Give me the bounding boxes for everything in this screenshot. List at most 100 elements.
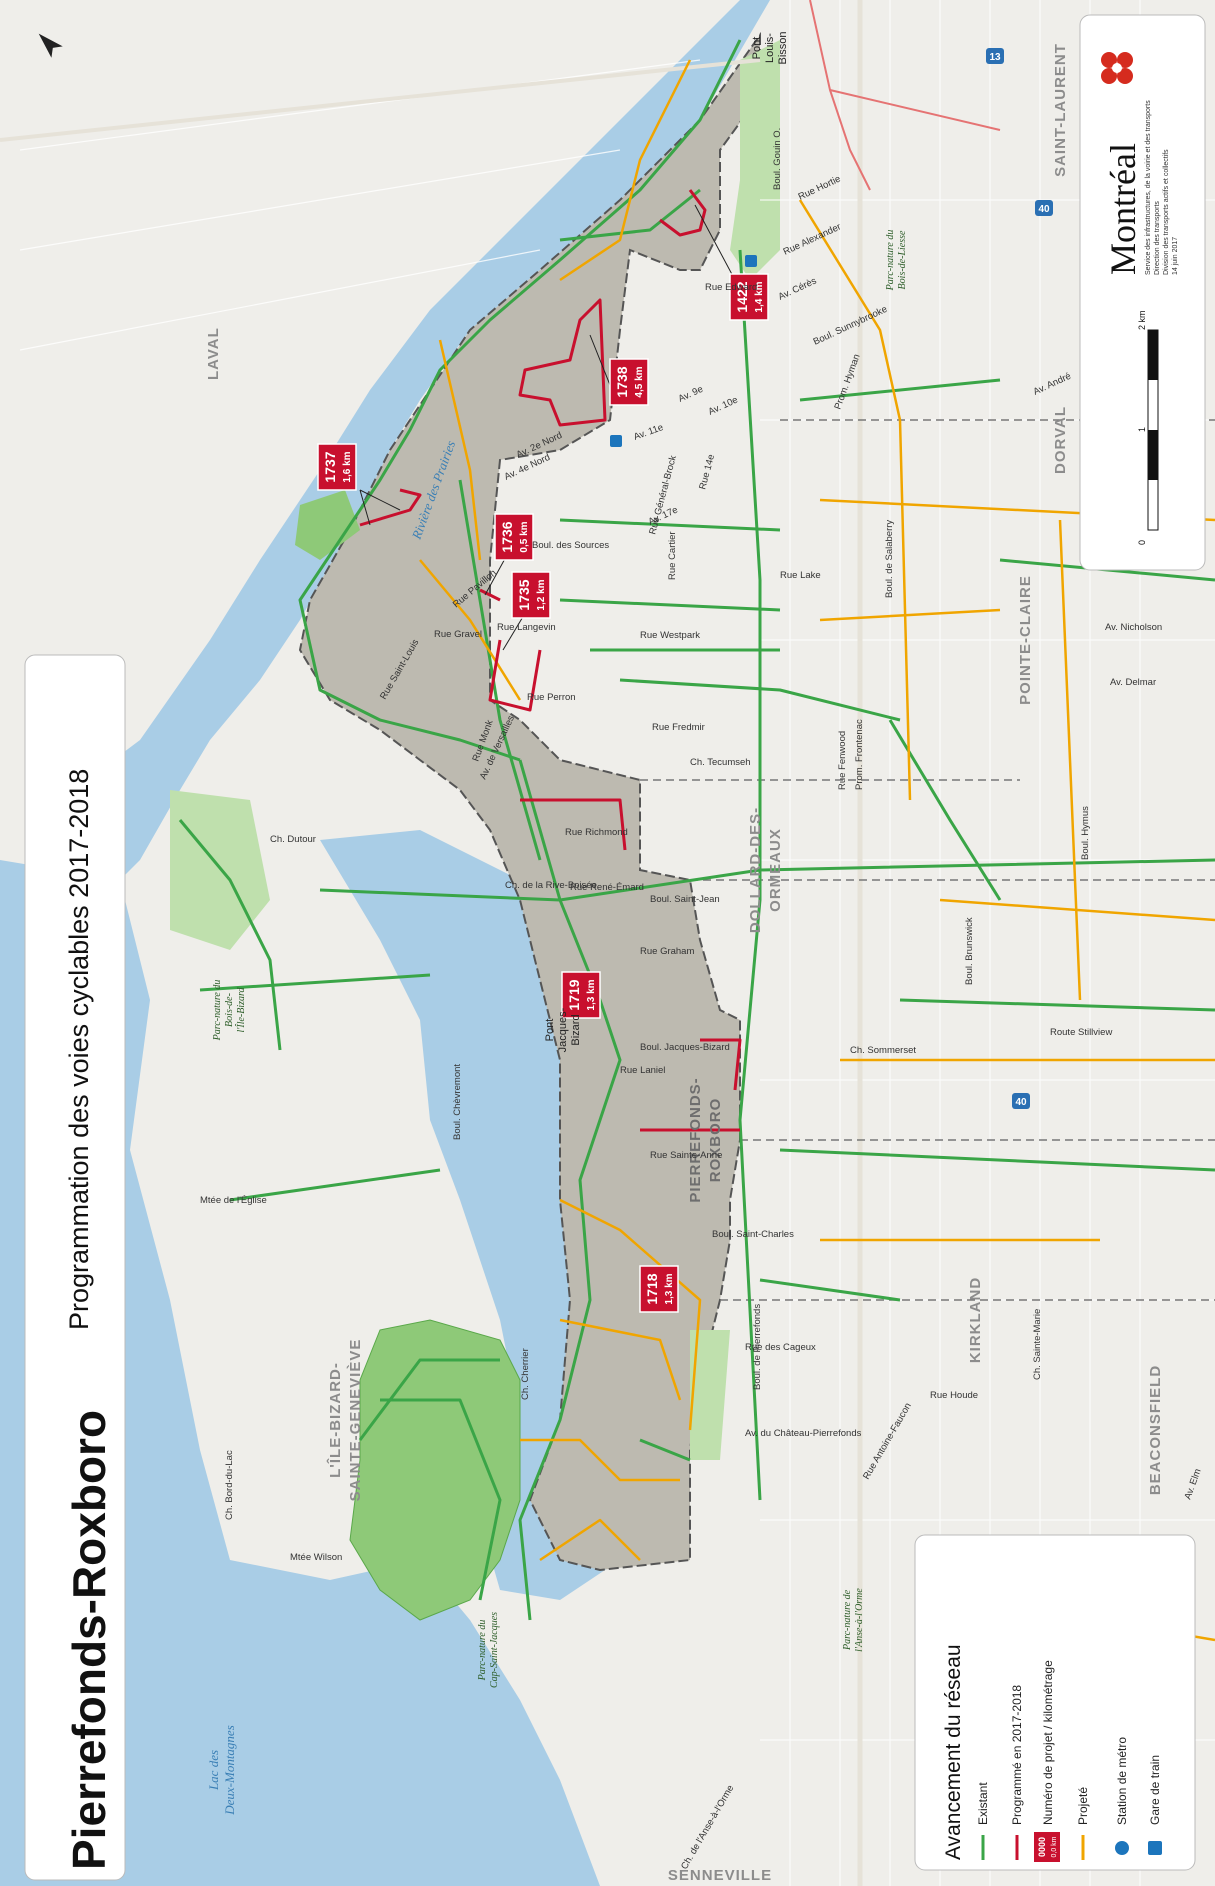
street-laniel: Rue Laniel bbox=[620, 1065, 665, 1076]
label-ao-2: l'Anse-à-l'Orme bbox=[854, 1588, 865, 1652]
legend-box: Avancement du réseau Existant Programmé … bbox=[914, 1534, 1196, 1871]
route-1736 bbox=[479, 588, 501, 602]
label-kirkland: KIRKLAND bbox=[967, 1277, 984, 1363]
street-chateau: Av. du Château-Pierrefonds bbox=[745, 1428, 862, 1439]
park-anse-a-l-orme bbox=[690, 1330, 730, 1460]
label-laval: LAVAL bbox=[205, 327, 222, 380]
train-icon bbox=[1148, 1841, 1162, 1855]
route-1738 bbox=[518, 298, 607, 427]
scale-label-0: 0 bbox=[1137, 540, 1147, 545]
street-stillview: Route Stillview bbox=[1050, 1027, 1112, 1038]
page-subtitle: Programmation des voies cyclables 2017-2… bbox=[64, 769, 94, 1330]
municipal-boundaries bbox=[640, 419, 1215, 1301]
logo-date: 14 juin 2017 bbox=[1172, 237, 1179, 275]
scale-label-2: 2 km bbox=[1137, 310, 1147, 330]
shield-a40-north-text: 40 bbox=[1038, 204, 1050, 215]
badge-1736-km: 0,5 km bbox=[519, 521, 530, 552]
street-rue-lake: Rue Lake bbox=[780, 570, 821, 581]
train-icon bbox=[745, 255, 757, 267]
scale-label-1: 1 bbox=[1137, 427, 1147, 432]
title-box: Pierrefonds-Roxboro Programmation des vo… bbox=[24, 654, 126, 1881]
label-lac-1: Lac des bbox=[206, 1750, 221, 1791]
shield-a13-text: 13 bbox=[989, 52, 1001, 63]
shield-a40-south: 40 bbox=[1012, 1093, 1030, 1109]
street-cageux: Rue des Cageux bbox=[745, 1342, 816, 1353]
label-jb-1: Pont bbox=[544, 1019, 556, 1042]
label-dorval: DORVAL bbox=[1052, 406, 1069, 474]
label-ddo-2: ORMEAUX bbox=[767, 828, 784, 912]
street-rive-boisee: Ch. de la Rive-Boisée bbox=[505, 880, 597, 891]
legend-swatch-badge: 0000 0,0 km bbox=[1034, 1832, 1060, 1862]
label-ao-1: Parc-nature de bbox=[842, 1589, 853, 1651]
street-hymus: Boul. Hymus bbox=[1080, 806, 1091, 860]
montreal-rosette-icon bbox=[1101, 52, 1133, 84]
label-pr-1: PIERREFONDS- bbox=[687, 1077, 704, 1202]
street-westpark: Rue Westpark bbox=[640, 630, 700, 641]
logo-line-2: Direction des transports bbox=[1154, 201, 1161, 275]
street-houde: Rue Houde bbox=[930, 1390, 978, 1401]
label-pr-2: ROXBORO bbox=[707, 1098, 724, 1183]
route-1735 bbox=[488, 639, 542, 712]
label-saint-laurent: SAINT-LAURENT bbox=[1052, 43, 1069, 177]
badge-1738-num: 1738 bbox=[614, 366, 630, 397]
street-nicholson: Av. Nicholson bbox=[1105, 622, 1162, 633]
label-beaconsfield: BEACONSFIELD bbox=[1147, 1365, 1164, 1495]
street-rene-emard: Rue René-Émard bbox=[570, 882, 644, 893]
shield-a40-south-text: 40 bbox=[1015, 1097, 1027, 1108]
badge-1719-km: 1,3 km bbox=[586, 979, 597, 1010]
street-frontenac: Prom. Frontenac bbox=[854, 719, 865, 790]
legend-badge-km: 0,0 km bbox=[1051, 1836, 1058, 1857]
lake-deux-montagnes bbox=[0, 860, 600, 1886]
legend-existing: Existant bbox=[976, 1782, 990, 1825]
legend-train: Gare de train bbox=[1148, 1755, 1162, 1825]
street-jacques-bizard: Boul. Jacques-Bizard bbox=[640, 1042, 730, 1053]
project-badge-1718: 1718 1,3 km bbox=[639, 1265, 679, 1313]
label-lac-2: Deux-Montagnes bbox=[222, 1725, 237, 1816]
label-jb-2: Jacques- bbox=[557, 1007, 569, 1052]
logo-line-1: Service des infrastructures, de la voiri… bbox=[1145, 100, 1152, 275]
street-sommerset: Ch. Sommerset bbox=[850, 1045, 916, 1056]
badge-1737-km: 1,6 km bbox=[342, 451, 353, 482]
street-delmar: Av. Delmar bbox=[1110, 677, 1156, 688]
park-rapides bbox=[295, 490, 360, 560]
scale-bar: 0 1 2 km bbox=[1137, 310, 1159, 545]
legend-project-number: Numéro de projet / kilométrage bbox=[1041, 1660, 1055, 1825]
street-fredmir: Rue Fredmir bbox=[652, 722, 705, 733]
park-labels: Parc-nature du Cap-Saint-Jacques Parc-na… bbox=[212, 230, 908, 1688]
shield-a40-north: 40 bbox=[1035, 200, 1053, 216]
legend-metro: Station de métro bbox=[1115, 1737, 1129, 1825]
label-bl-2: Bois-de-Liesse bbox=[897, 230, 908, 289]
badge-1718-num: 1718 bbox=[644, 1273, 660, 1304]
badge-1738-km: 4,5 km bbox=[634, 366, 645, 397]
label-bb-1: Parc-nature du bbox=[212, 980, 223, 1042]
bridge-labels: Pont Jacques- Bizard Pont Louis- Bisson bbox=[544, 31, 789, 1052]
logo-line-3: Division des transports actifs et collec… bbox=[1163, 149, 1170, 275]
project-badge-1422: 1422 1,4 km bbox=[729, 273, 769, 321]
area-labels: LAVAL L'ÎLE-BIZARD- SAINTE-GENEVIÈVE DOL… bbox=[205, 43, 1164, 1884]
logo-name: Montréal bbox=[1103, 143, 1143, 275]
street-edward: Rue Edward bbox=[705, 282, 757, 293]
street-sainte-marie: Ch. Sainte-Marie bbox=[1032, 1309, 1043, 1380]
label-lb-1: Pont bbox=[751, 37, 763, 60]
train-icon bbox=[610, 435, 622, 447]
highways bbox=[0, 0, 1001, 1886]
street-gouin-o: Boul. Gouin O. bbox=[772, 128, 783, 190]
north-arrow-icon bbox=[38, 33, 63, 58]
badge-1719-num: 1719 bbox=[566, 979, 582, 1010]
label-bb-2: Bois-de- bbox=[224, 993, 235, 1027]
label-lb-3: Bisson bbox=[777, 31, 789, 64]
badge-1735-km: 1,2 km bbox=[536, 579, 547, 610]
logo-box: Montréal Service des infrastructures, de… bbox=[1079, 14, 1206, 571]
street-fenwood: Rue Fenwood bbox=[837, 731, 848, 790]
park-bois-de-liesse bbox=[730, 40, 780, 280]
badge-1718-km: 1,3 km bbox=[664, 1273, 675, 1304]
street-cherrier: Ch. Cherrier bbox=[520, 1348, 531, 1400]
badge-1422-num: 1422 bbox=[734, 281, 750, 312]
legend-heading: Avancement du réseau bbox=[942, 1644, 965, 1860]
badge-1735-num: 1735 bbox=[516, 579, 532, 610]
street-saint-charles: Boul. Saint-Charles bbox=[712, 1229, 794, 1240]
label-ibsg-1: L'ÎLE-BIZARD- bbox=[326, 1362, 344, 1478]
street-pierrefonds: Boul. de Pierrefonds bbox=[752, 1304, 763, 1390]
